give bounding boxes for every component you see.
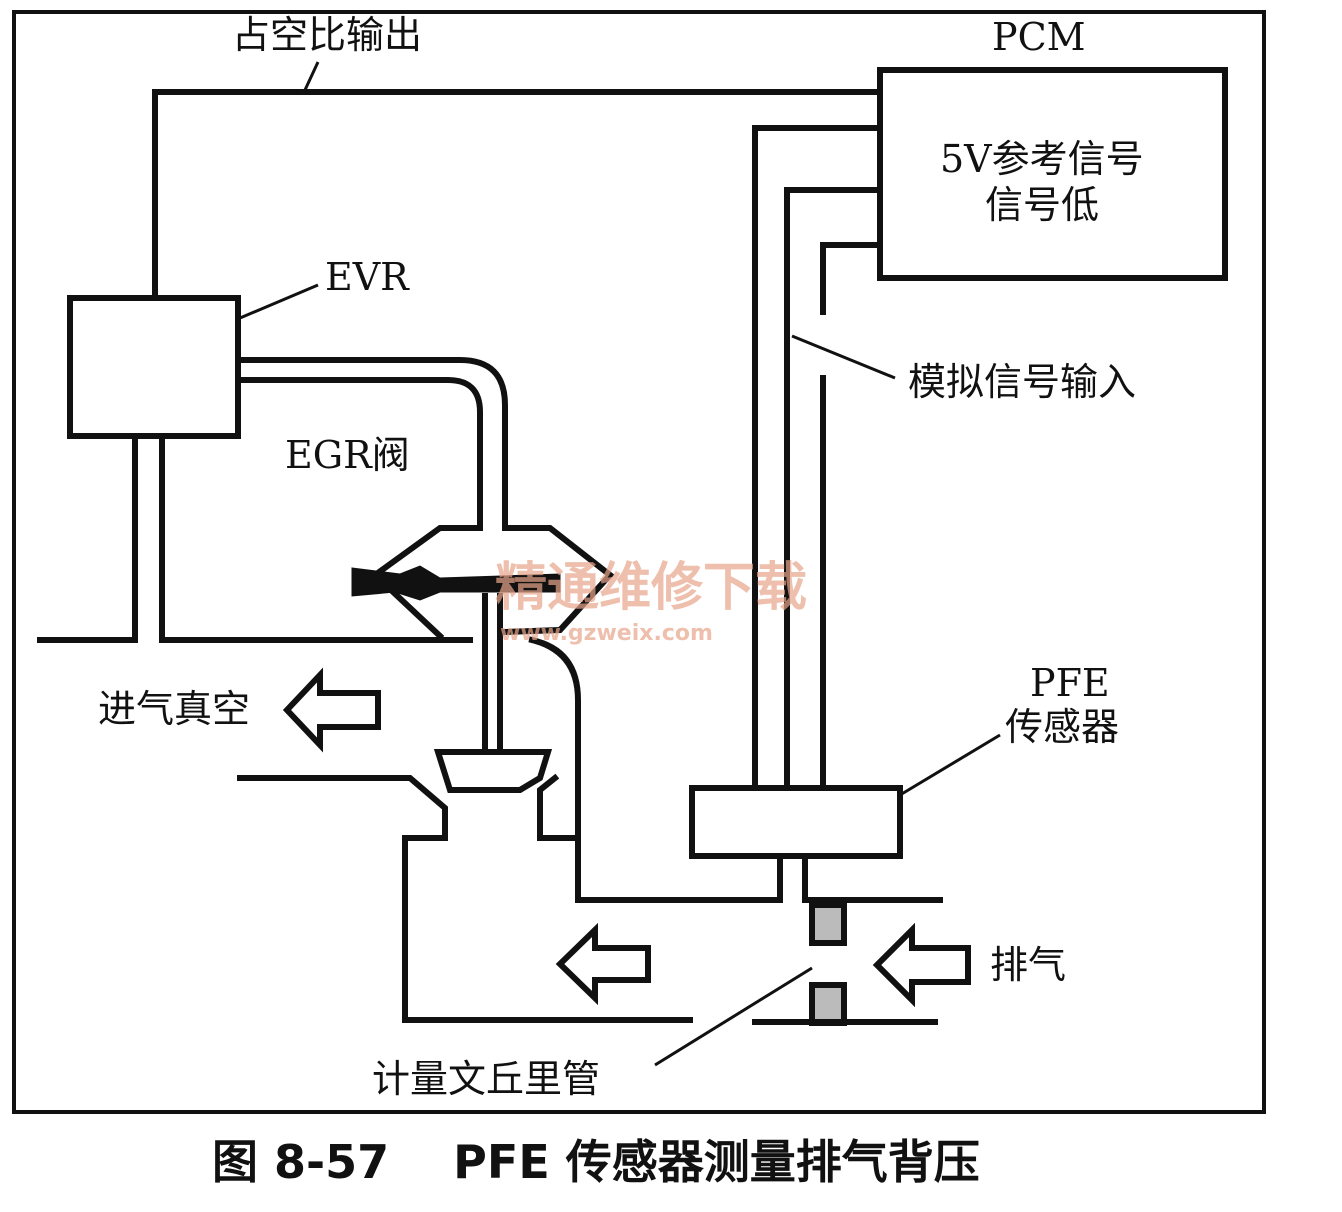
vacuum-hose-outer <box>235 357 508 531</box>
pcm-label: PCM <box>992 15 1086 59</box>
egr-passage-right <box>528 636 783 903</box>
venturi-block-bottom <box>809 982 847 1026</box>
egr-housing-left <box>370 525 483 641</box>
outer-frame <box>12 10 1266 1114</box>
egr-diaphragm <box>351 565 561 601</box>
pfe-label: PFE <box>1030 661 1110 705</box>
metering-venturi-label: 计量文丘里管 <box>372 1057 600 1101</box>
egr-housing-right <box>501 525 615 636</box>
exhaust-duct-lower <box>402 835 693 1023</box>
evr-box <box>67 295 241 439</box>
figure-caption: 图 8-57 PFE 传感器测量排气背压 <box>212 1135 980 1189</box>
egr-seat-right <box>537 773 578 841</box>
ref-5v-label: 5V参考信号 <box>940 137 1144 181</box>
evr-vacuum-port-left <box>37 433 138 643</box>
pcm-box <box>877 67 1228 281</box>
egr-valve-label: EGR阀 <box>285 433 410 477</box>
watermark-text: 精通维修下载 <box>495 558 807 618</box>
sensor-label: 传感器 <box>1005 705 1119 749</box>
venturi-block-top <box>809 902 847 946</box>
sensor-port-right <box>802 853 943 903</box>
pfe-leader <box>899 733 1001 797</box>
exhaust-arrow <box>872 922 971 1008</box>
evr-label: EVR <box>325 255 410 299</box>
intake-wall-top <box>237 775 448 841</box>
duty-cycle-wire <box>152 89 883 301</box>
valve-pintle <box>433 749 553 793</box>
evr-vacuum-port-right <box>159 433 473 643</box>
signal-low-label: 信号低 <box>985 183 1099 227</box>
watermark-url: www.gzweix.com <box>500 621 713 646</box>
pfe-sensor-body <box>689 785 903 859</box>
egr-flow-arrow <box>555 922 651 1006</box>
duty-cycle-leader <box>303 61 320 91</box>
intake-vacuum-arrow <box>282 667 381 753</box>
evr-leader <box>239 283 319 320</box>
analog-input-label: 模拟信号输入 <box>908 360 1136 404</box>
duty-cycle-output-label: 占空比输出 <box>232 13 422 57</box>
exhaust-label: 排气 <box>990 943 1066 987</box>
intake-vacuum-label: 进气真空 <box>98 687 250 731</box>
venturi-leader <box>654 966 813 1067</box>
analog-input-leader <box>791 334 896 380</box>
vacuum-hose-inner <box>235 377 483 531</box>
